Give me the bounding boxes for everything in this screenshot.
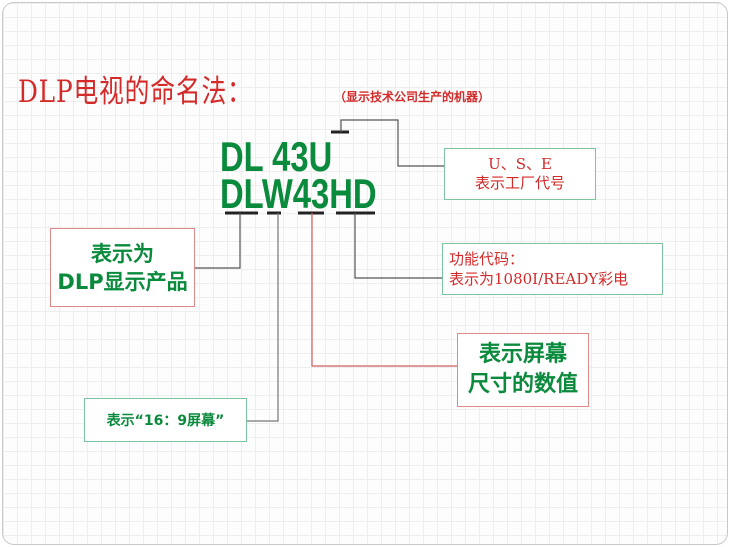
dlp-box-line2: DLP显示产品 [57, 269, 188, 294]
size-box-line2: 尺寸的数值 [467, 372, 578, 397]
function-box-line1: 功能代码： [449, 250, 525, 268]
page-title: DLP电视的命名法： [18, 74, 253, 110]
dlp-box-line1: 表示为 [91, 241, 154, 266]
connector-widescreen [245, 213, 279, 422]
factory-code-box: U、S、E 表示工厂代号 [444, 148, 596, 200]
dlp-product-box: 表示为 DLP显示产品 [50, 228, 195, 307]
connector-factory [340, 119, 444, 167]
factory-box-line2: 表示工厂代号 [474, 174, 565, 192]
function-box-line2: 表示为1080I/READY彩电 [449, 270, 629, 288]
size-box-line1: 表示屏幕 [478, 342, 567, 367]
factory-box-line1: U、S、E [488, 155, 552, 173]
widescreen-box-line1: 表示“16：9屏幕” [106, 413, 225, 429]
widescreen-box: 表示“16：9屏幕” [84, 398, 247, 442]
function-code-box: 功能代码： 表示为1080I/READY彩电 [442, 243, 663, 295]
connector-size [311, 213, 457, 367]
model-code-1: DL 43U [220, 133, 333, 180]
page-subtitle: （显示技术公司生产的机器） [334, 90, 491, 104]
model-code-2: DLW43HD [220, 170, 377, 217]
connector-function [354, 213, 442, 279]
connector-dlp [193, 213, 241, 269]
screen-size-box: 表示屏幕 尺寸的数值 [457, 333, 589, 407]
